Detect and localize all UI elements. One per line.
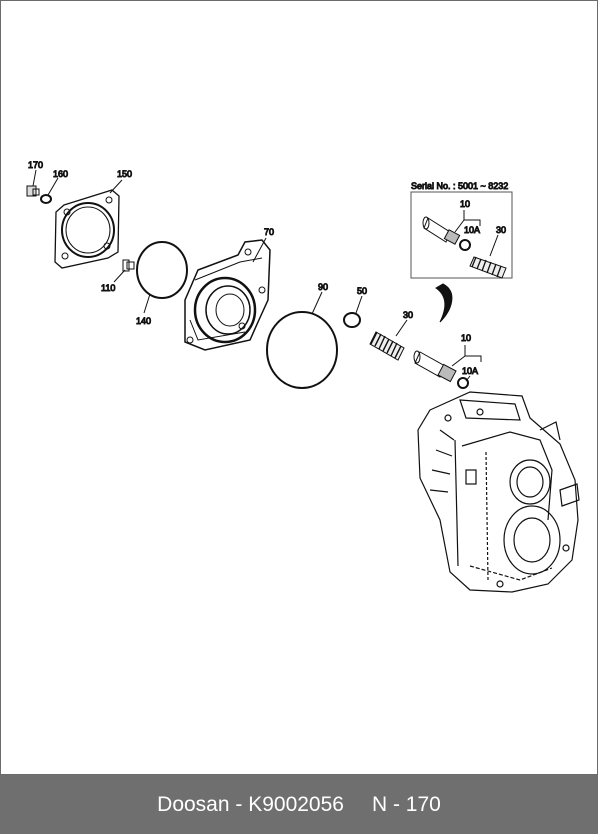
callout-70: 70 bbox=[264, 227, 274, 237]
callout-10a-main: 10A bbox=[462, 366, 478, 376]
part-110-bolt bbox=[113, 259, 135, 283]
callout-90: 90 bbox=[318, 282, 328, 292]
callout-50: 50 bbox=[357, 286, 367, 296]
callout-110: 110 bbox=[101, 283, 115, 293]
part-170-bolt bbox=[26, 169, 40, 197]
callout-150: 150 bbox=[117, 169, 132, 179]
part-160-washer bbox=[40, 177, 59, 204]
part-10-piston bbox=[413, 345, 482, 389]
parts-diagram: 170 160 150 110 bbox=[26, 160, 580, 593]
callout-170: 170 bbox=[28, 160, 43, 170]
part-90-large-o-ring bbox=[266, 291, 338, 389]
callout-10-main: 10 bbox=[461, 333, 471, 343]
callout-10-box: 10 bbox=[460, 199, 470, 209]
part-150-cover-plate bbox=[54, 179, 123, 269]
callout-140: 140 bbox=[136, 316, 151, 326]
part-70-housing bbox=[184, 237, 271, 351]
part-30-spring bbox=[369, 319, 408, 361]
transmission-housing bbox=[417, 391, 580, 593]
serial-number-label: Serial No. : 5001 ~ 8232 bbox=[411, 181, 508, 191]
callout-30-main: 30 bbox=[403, 310, 413, 320]
footer-page-ref: N - 170 bbox=[371, 792, 441, 816]
footer-part-number: Doosan - K9002056 bbox=[157, 792, 344, 816]
callout-30-box: 30 bbox=[496, 225, 506, 235]
callout-10a-box: 10A bbox=[464, 225, 480, 235]
inset-pointer-arrow bbox=[435, 283, 453, 323]
part-140-o-ring bbox=[136, 241, 188, 314]
callout-160: 160 bbox=[53, 169, 68, 179]
footer-bar: Doosan - K9002056 N - 170 bbox=[0, 775, 598, 834]
part-50-ring bbox=[343, 295, 363, 328]
serial-inset-box bbox=[410, 191, 513, 279]
